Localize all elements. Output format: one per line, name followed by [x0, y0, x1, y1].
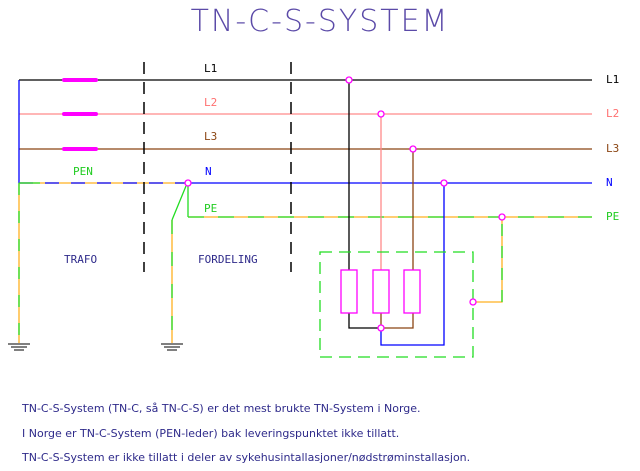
n-tap: [380, 183, 445, 346]
label-l3: L3: [204, 130, 218, 143]
end-label-l2: L2: [606, 107, 620, 120]
earth-switch: [171, 185, 187, 221]
star-l1: [348, 313, 381, 329]
end-label-n: N: [606, 176, 613, 189]
end-label-l3: L3: [606, 142, 620, 155]
equipment-enclosure: [319, 251, 474, 358]
note-1: TN-C-S-System (TN-C, så TN-C-S) er det m…: [22, 402, 421, 415]
end-label-l1: L1: [606, 73, 620, 86]
page-title: TN-C-S-SYSTEM: [190, 4, 450, 39]
junction-dots: [184, 76, 506, 332]
end-label-pe: PE: [606, 210, 620, 223]
label-l2: L2: [204, 96, 218, 109]
enclosure-pe: [473, 217, 503, 303]
label-pen: PEN: [73, 165, 93, 178]
load-resistors: [340, 269, 421, 314]
label-trafo: TRAFO: [64, 253, 98, 266]
label-fordeling: FORDELING: [198, 253, 258, 266]
ground-icon: [8, 343, 30, 351]
label-pe: PE: [204, 202, 218, 215]
label-l1: L1: [204, 62, 218, 75]
transformer-windings: [62, 78, 98, 151]
ground-icon: [161, 343, 183, 351]
note-3: TN-C-S-System er ikke tillatt i deler av…: [22, 451, 471, 464]
note-2: I Norge er TN-C-System (PEN-leder) bak l…: [22, 427, 400, 440]
label-n: N: [205, 165, 212, 178]
star-l3: [380, 313, 414, 329]
